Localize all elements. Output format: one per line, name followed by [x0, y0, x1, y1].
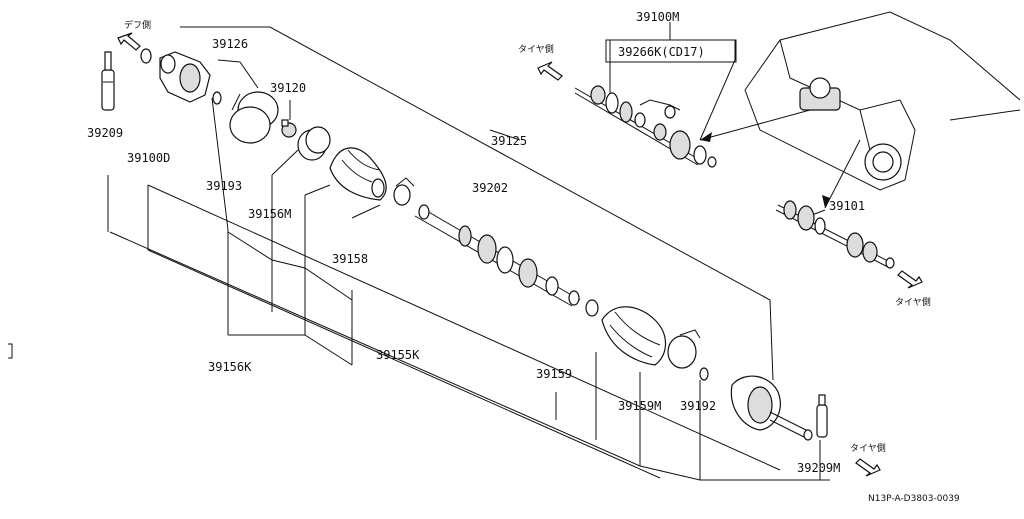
label-39156M: 39156M [248, 207, 291, 221]
edge-bracket [8, 343, 13, 359]
part-grease-tube-right [816, 394, 828, 438]
part-grease-tube-left [101, 51, 115, 111]
hollow-arrow-icon [117, 32, 141, 51]
part-assembly-39101 [775, 200, 895, 269]
label-39159: 39159 [536, 367, 572, 381]
direction-tire-side-top: タイヤ側 [518, 43, 554, 55]
direction-tire-side-bottom: タイヤ側 [850, 442, 886, 454]
part-boot-inner [329, 147, 387, 201]
part-housing-39126 [159, 51, 222, 105]
label-39156K: 39156K [208, 360, 252, 374]
part-shaft-39202 [414, 204, 581, 307]
label-39100D: 39100D [127, 151, 170, 165]
label-39266K: 39266K(CD17) [618, 45, 705, 59]
label-39158: 39158 [332, 252, 368, 266]
hollow-arrow-icon [897, 270, 923, 289]
hollow-arrow-icon [855, 458, 881, 477]
part-boot-ring-39126 [229, 91, 279, 144]
direction-diff-side: デフ側 [124, 19, 151, 31]
hollow-arrow-icon [537, 61, 563, 81]
label-39159M: 39159M [618, 399, 661, 413]
part-clip-39192 [699, 367, 709, 381]
label-39209M: 39209M [797, 461, 840, 475]
label-39209: 39209 [87, 126, 123, 140]
label-39193: 39193 [206, 179, 242, 193]
part-boot-outer [601, 306, 667, 366]
label-39100M: 39100M [636, 10, 679, 24]
part-band-39159M [667, 329, 701, 369]
label-39155K: 39155K [376, 348, 420, 362]
label-box-39266K [605, 39, 737, 63]
label-39120: 39120 [270, 81, 306, 95]
footer-code: N13P-A-D3803-0039 [868, 494, 960, 504]
part-spider-39120 [281, 119, 297, 138]
part-ring-39159 [585, 299, 599, 317]
part-band-39158 [393, 177, 415, 206]
part-assembly-39100M [574, 85, 717, 168]
vehicle-outline [699, 11, 1021, 209]
direction-tire-side-right: タイヤ側 [895, 296, 931, 308]
label-39101: 39101 [829, 199, 865, 213]
label-39125: 39125 [491, 134, 527, 148]
leader-lines [107, 22, 830, 481]
label-39126: 39126 [212, 37, 248, 51]
label-39192: 39192 [680, 399, 716, 413]
part-snap-ring-39100D [140, 48, 152, 64]
part-cv-outer-joint [730, 375, 813, 441]
label-39202: 39202 [472, 181, 508, 195]
part-band-39156M [297, 126, 331, 161]
